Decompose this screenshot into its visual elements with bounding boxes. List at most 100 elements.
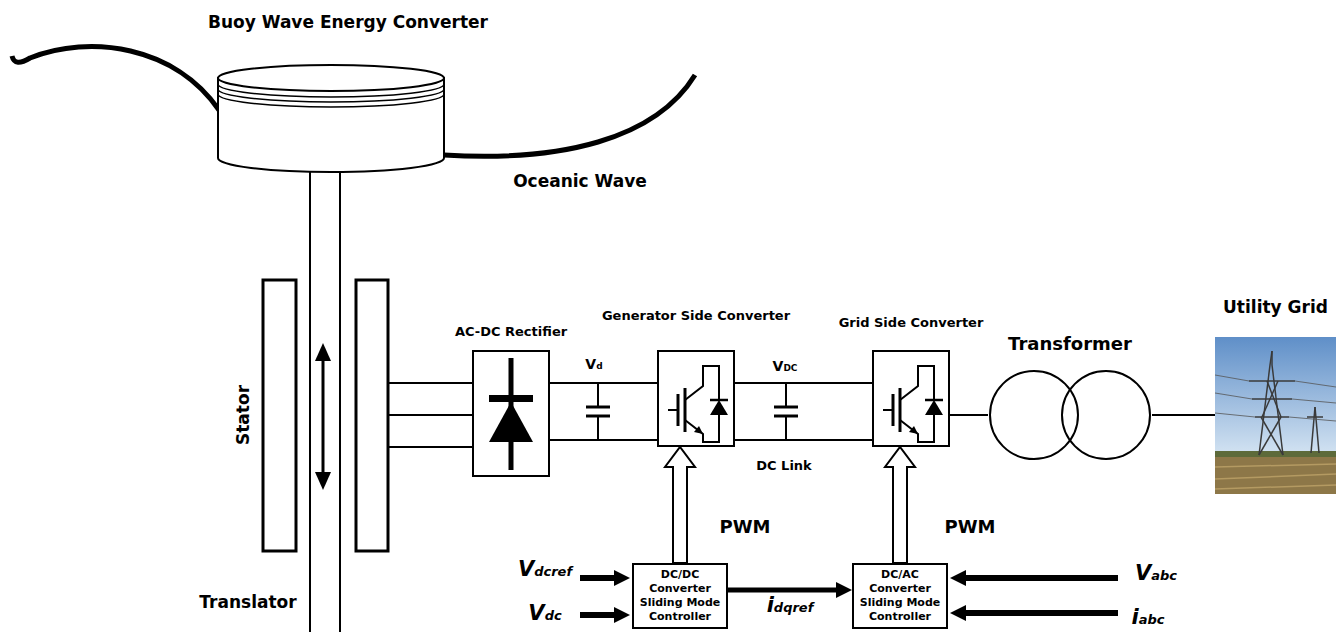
buoy-body [218,78,444,172]
node-text: DC/AC Converter Sliding Mode Controller [857,568,943,624]
capacitor-lead [785,416,787,440]
pylon [1261,417,1283,455]
buoy-ring [218,84,444,97]
ocean-wave [444,75,695,156]
igbt-lead [685,366,719,400]
power-wire [950,414,988,416]
node-text: DC/DC Converter Sliding Mode Controller [637,568,723,624]
igbt-symbol [883,366,943,442]
field-row [1215,474,1336,479]
power-wire [550,382,657,384]
ocean-wave [12,47,219,110]
diode-symbol [489,395,533,402]
transformer-symbol [988,369,1152,461]
phase-wire [388,414,472,416]
phase-wire [388,446,472,448]
capacitor-lead [597,416,599,440]
field-row [1215,485,1336,489]
igbt-body [899,388,902,432]
field [1215,451,1336,457]
node-heading: Transformer [1008,333,1132,355]
pylon [1252,398,1292,400]
capacitor-lead [785,383,787,407]
signal-arrow [728,588,840,593]
motion-arrow [322,358,325,475]
power-cable [1289,417,1336,421]
signal-name: VDC [773,358,798,375]
input-arrow [962,610,1118,616]
pylon [1262,381,1278,417]
capacitor-symbol [774,383,798,440]
node-heading: AC-DC Rectifier [455,324,567,340]
part-name: DC Link [756,458,812,474]
pylon [1315,407,1319,453]
igbt-lead [900,414,934,442]
diode-triangle [925,400,943,415]
converter-box: Grid Side Converter [872,350,950,447]
pylon [1255,416,1289,418]
power-cable [1215,393,1252,399]
signal-name: idqref [765,593,816,618]
igbt-arrow [694,426,703,434]
dc-wire [735,439,872,441]
pwm-arrow [885,447,915,563]
igbt-symbol [668,366,728,442]
input-arrow [580,575,618,581]
input-arrow [962,575,1118,581]
igbt-lead [685,414,719,442]
controller-box: DC/AC Converter Sliding Mode Controller [852,563,948,629]
field [1215,455,1336,494]
capacitor-plate [774,406,798,409]
power-wire [735,382,872,384]
pylon [1311,407,1315,453]
node-heading: Generator Side Converter [602,308,790,324]
edge-label: PWM [943,516,998,538]
node-heading: Grid Side Converter [839,315,984,331]
part-name: Stator [233,385,253,445]
capacitor-plate [586,406,610,409]
igbt-body [684,388,687,432]
signal-name: Vdcref [518,557,572,582]
capacitor-lead [597,383,599,407]
diode-symbol [489,402,533,442]
transformer-coil [1062,371,1150,459]
buoy-top [218,65,444,91]
stator-bar [263,280,296,551]
input-arrow [580,612,618,618]
pylon [1249,380,1295,382]
part-name: Oceanic Wave [513,171,647,191]
pylon [1267,381,1281,417]
stator-bar [356,280,388,551]
transformer-coil [990,371,1078,459]
converter-box: Generator Side Converter [657,350,735,447]
diode-triangle [710,400,728,415]
rectifier-box: AC-DC Rectifier [472,350,550,477]
motion-arrow [315,472,331,490]
controller-box: DC/DC Converter Sliding Mode Controller [632,563,728,629]
capacitor-symbol [586,383,610,440]
pylon [1307,416,1323,418]
igbt-gate [677,394,680,426]
field-row [1215,464,1336,467]
translator-rod [339,168,341,632]
translator-rod [309,168,311,632]
signal-name: Vdc [528,601,561,626]
signal-name: Vd [585,356,602,373]
part-name: Translator [199,592,296,612]
transformer-symbol: Transformer [988,369,1152,461]
grid-photo [1215,337,1336,494]
grid-photo: Utility Grid [1215,337,1336,494]
power-cable [1292,399,1336,403]
pylon [1271,351,1273,365]
power-wire [1152,414,1215,416]
power-cable [1295,381,1336,387]
sky [1215,337,1336,494]
igbt-gate [892,394,895,426]
igbt-arrow [909,426,918,434]
dc-wire [550,439,657,441]
node-heading: Utility Grid [1223,297,1328,317]
igbt-lead [900,366,934,400]
buoy-ring [218,89,444,102]
signal-name: Vabc [1135,561,1177,586]
